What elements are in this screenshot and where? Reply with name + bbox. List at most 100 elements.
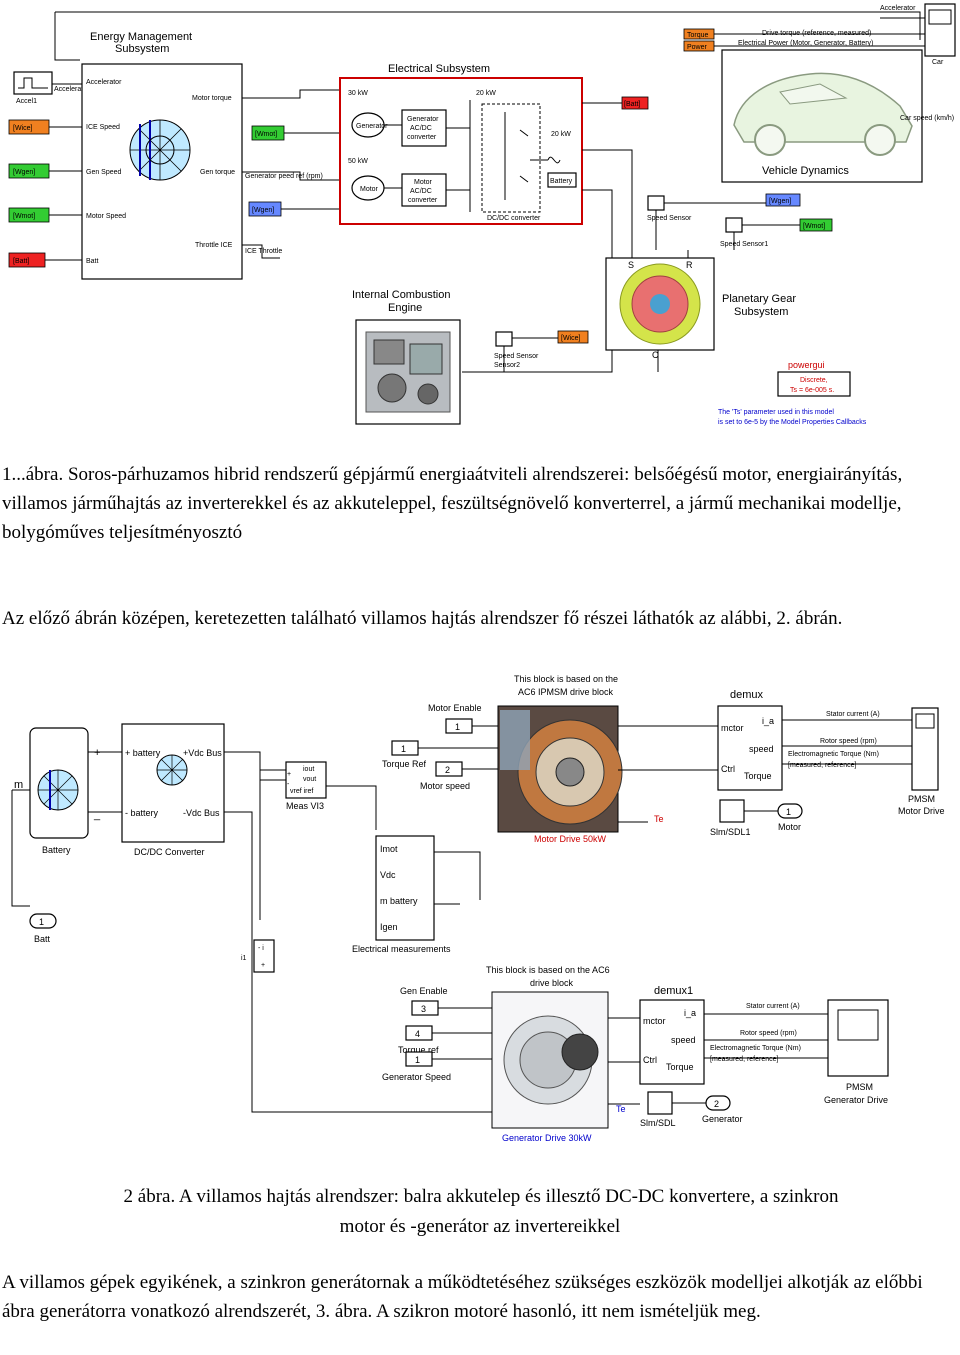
current-meas-i1[interactable] [253,939,275,973]
svg-text:Speed Sensor1: Speed Sensor1 [720,241,768,248]
svg-text:Rotor speed (rpm): Rotor speed (rpm) [820,738,877,745]
electrical-subsystem-title: Electrical Subsystem [388,63,490,75]
svg-text:DC/DC converter: DC/DC converter [487,215,541,222]
powergui-label: powergui [788,360,825,370]
electrical-measurements-block[interactable] [375,835,435,941]
meas-vi3-block[interactable] [285,761,327,799]
svg-text:+: + [287,771,291,778]
svg-text:Vdc: Vdc [380,870,396,880]
ice-throttle-label: ICE Throttle [245,248,282,255]
svg-text:20 kW: 20 kW [551,131,571,138]
svg-text:Slm/SDL: Slm/SDL [640,1118,676,1128]
vehicle-dynamics-title: Vehicle Dynamics [762,165,849,177]
demux-block[interactable] [717,705,783,791]
svg-text:Imot: Imot [380,844,398,854]
electrical-subsystem[interactable] [339,77,583,225]
svg-text:Torque ref: Torque ref [398,1045,439,1055]
svg-text:Motor: Motor [778,822,801,832]
svg-text:m battery: m battery [380,896,418,906]
svg-text:PMSM: PMSM [908,794,935,804]
svg-text:[Wice]: [Wice] [13,125,33,132]
svg-text:[Wmot]: [Wmot] [13,213,35,220]
svg-text:converter: converter [407,134,437,141]
planetary-title-1: Planetary Gear [722,293,796,305]
svg-text:DC/DC Converter: DC/DC Converter [134,847,205,857]
svg-text:[Wmot]: [Wmot] [255,131,277,138]
car-speed-label: Car speed (km/h) [900,115,954,122]
svg-text:mctor: mctor [643,1016,666,1026]
svg-text:S: S [628,260,634,270]
svg-text:Ts = 6e-005 s.: Ts = 6e-005 s. [790,387,834,394]
paragraph-1: Az előző ábrán középen, keretezetten tal… [2,608,843,629]
svg-text:mctor: mctor [721,723,744,733]
left-goto-tags: [Wice] [Wgen] [Wmot] [Batt] [8,83,82,268]
accelerator-top-label: Accelerator [880,5,916,12]
svg-text:20 kW: 20 kW [476,90,496,97]
svg-text:Stator current (A): Stator current (A) [746,1003,800,1010]
svg-text:-: - [287,781,290,788]
svg-text:speed: speed [671,1035,696,1045]
tag-wice-right[interactable] [557,330,589,344]
demux1-block[interactable] [639,999,705,1085]
batt-outport[interactable] [29,913,57,929]
slm-sdl1-block[interactable] [719,799,745,823]
paragraph-2: A villamos gépek egyikének, a szinkron g… [2,1272,923,1322]
ems-title-2: Subsystem [115,43,169,55]
svg-text:[Wmot]: [Wmot] [803,223,825,230]
svg-text:Motor Drive 50kW: Motor Drive 50kW [534,834,607,844]
svg-text:4: 4 [415,1029,420,1039]
svg-text:speed: speed [749,744,774,754]
svg-text:Power: Power [687,44,708,51]
speed-sensor1[interactable] [725,217,743,233]
ts-note-2: is set to 6e-5 by the Model Properties C… [718,419,867,426]
svg-text:[Wice]: [Wice] [561,335,581,342]
accelerator-input-label: Accelerator [54,86,90,93]
svg-text:Motor speed: Motor speed [420,781,470,791]
ts-note-1: The 'Ts' parameter used in this model [718,409,834,416]
svg-text:Generator: Generator [702,1114,743,1124]
svg-text:Speed Sensor: Speed Sensor [494,353,539,360]
slm-sdl-block[interactable] [647,1091,673,1115]
ems-out-gen-torque: Gen torque [200,169,235,176]
ems-in-gen-speed: Gen Speed [86,169,122,176]
svg-text:Ctrl: Ctrl [643,1055,657,1065]
svg-text:Te: Te [654,814,664,824]
svg-text:[Batt]: [Batt] [13,258,29,265]
note-top-1: This block is based on the [514,674,618,684]
accel1-label: Accel1 [16,98,37,105]
svg-text:Motor: Motor [360,186,379,193]
ice-title-1: Internal Combustion [352,289,450,301]
svg-text:Gen Enable: Gen Enable [400,986,448,996]
svg-text:m: m [14,779,23,791]
svg-text:[Wgen]: [Wgen] [769,198,791,205]
svg-text:2: 2 [714,1099,719,1109]
car-icon [733,72,913,156]
svg-text:[Batt]: [Batt] [624,101,640,108]
svg-text:vout: vout [303,776,316,783]
svg-text:1: 1 [786,807,791,817]
speed-sensor[interactable] [647,195,665,211]
engine-icon [365,331,451,413]
caption-1: 1...ábra. Soros-párhuzamos hibrid rendsz… [2,464,903,543]
speed-sensor2[interactable] [495,331,513,347]
ems-in-accelerator: Accelerator [86,79,122,86]
electrical-power-label: Electrical Power (Motor, Generator, Batt… [738,40,873,47]
ems-in-motor-speed: Motor Speed [86,213,126,220]
svg-text:+: + [261,962,265,969]
svg-text:Motor Enable: Motor Enable [428,703,482,713]
accelerator-block[interactable] [13,71,53,95]
powergui-block[interactable] [777,371,851,397]
planetary-title-2: Subsystem [734,306,788,318]
svg-text:PMSM: PMSM [846,1082,873,1092]
svg-text:Generator Speed: Generator Speed [382,1072,451,1082]
svg-text:Torque: Torque [687,32,709,39]
svg-text:i_a: i_a [684,1008,696,1018]
tag-wgen-right[interactable] [765,193,801,207]
svg-text:Electromagnetic Torque (Nm): Electromagnetic Torque (Nm) [788,751,879,758]
svg-text:_: _ [93,809,101,821]
svg-text:[Wgen]: [Wgen] [252,207,274,214]
svg-text:1: 1 [455,722,460,732]
svg-text:1: 1 [39,917,44,927]
svg-text:AC/DC: AC/DC [410,188,432,195]
svg-text:Discrete,: Discrete, [800,377,828,384]
